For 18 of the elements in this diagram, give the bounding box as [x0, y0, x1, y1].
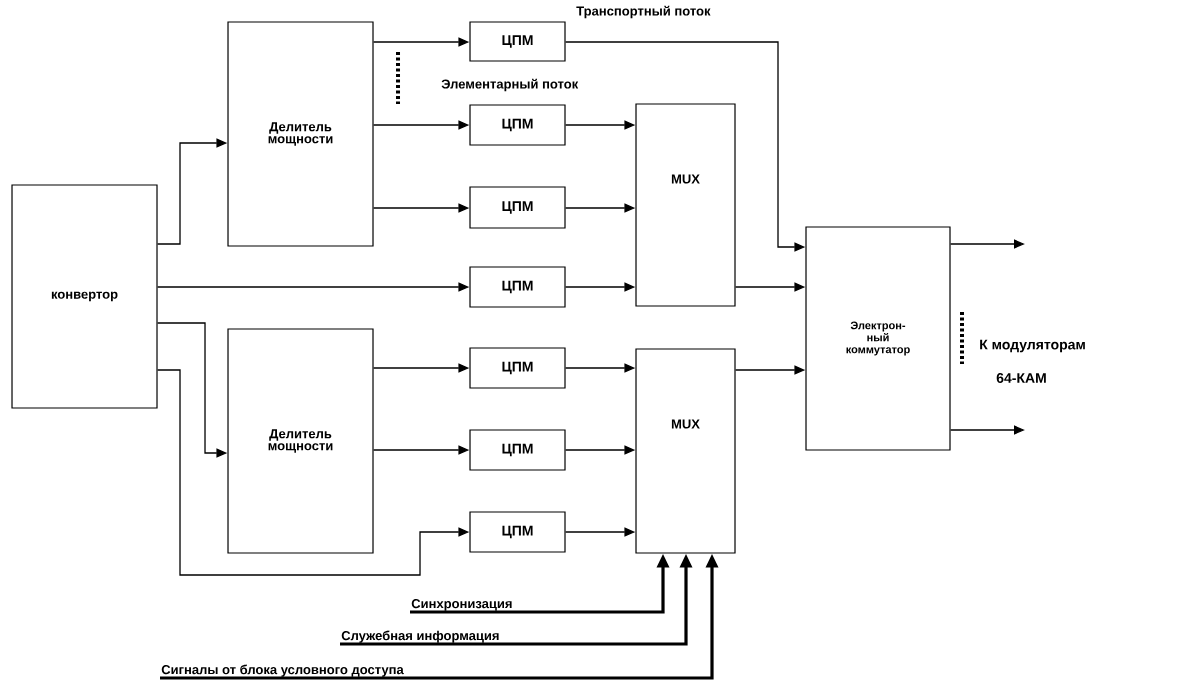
signal-label: Сигналы от блока условного доступа	[161, 664, 404, 677]
block-box: ЦПМ	[469, 104, 566, 146]
block-box: ЦПМ	[469, 511, 566, 553]
signal-label: Служебная информация	[341, 630, 499, 643]
converter-box: конвертор	[11, 184, 158, 409]
text-label: 64-КАМ	[996, 373, 1046, 383]
multiplexer-box: MUX	[635, 103, 736, 307]
multiplexer-box: MUX	[635, 348, 736, 554]
text-label: Транспортный поток	[576, 5, 711, 19]
signal-label: Синхронизация	[411, 599, 512, 611]
block-box: ЦПМ	[469, 186, 566, 229]
block-box: ЦПМ	[469, 21, 566, 62]
text-label: К модуляторам	[980, 339, 1085, 353]
text-label: Элементарный поток	[441, 78, 579, 92]
block-box: ЦПМ	[469, 266, 566, 308]
block-box: ЦПМ	[469, 347, 566, 389]
block-box: ЦПМ	[469, 429, 566, 471]
switch-box: Электрон- ный коммутатор	[805, 226, 951, 451]
